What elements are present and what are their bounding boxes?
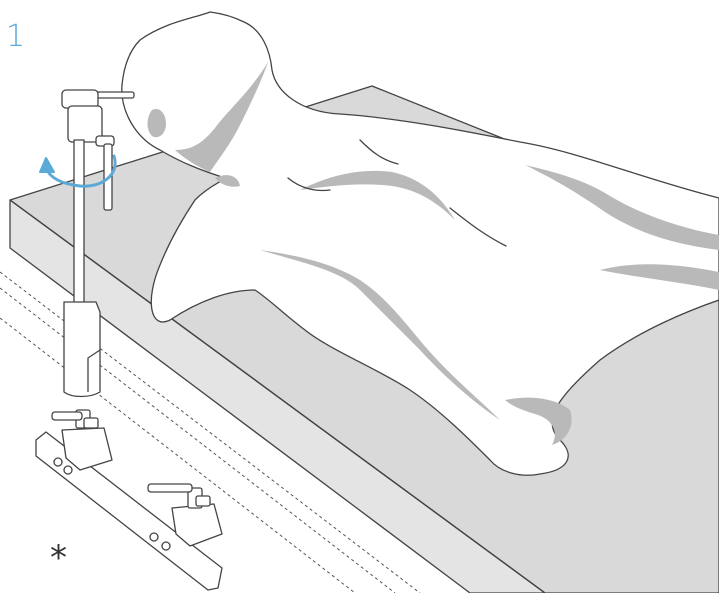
head-holder-post [61, 89, 135, 398]
hip-shadow [600, 264, 719, 290]
clamp-2 [147, 483, 223, 547]
clamp-1 [51, 409, 113, 471]
head-shadow [175, 62, 268, 172]
adapter-bar [35, 431, 223, 591]
ear-shadow [147, 108, 166, 138]
neck-shadow [215, 175, 240, 187]
pectoral-shadow [525, 165, 719, 250]
rail-socket [63, 301, 101, 398]
adapter-hole [161, 541, 171, 551]
adapter-hole [53, 457, 63, 467]
holder-cap [61, 89, 99, 109]
rotation-arrow-icon [39, 154, 117, 188]
vertical-rod [73, 139, 85, 307]
adapter-hole [149, 532, 159, 542]
asterisk-icon: * [50, 538, 67, 578]
patient-body [121, 11, 719, 476]
step-number: 1 [6, 19, 26, 54]
arm-shadow [505, 397, 572, 445]
chest-shadow [300, 170, 455, 220]
adapter-hole [63, 465, 73, 475]
dashed-guide-lines [0, 271, 421, 593]
holder-clamp [67, 105, 103, 143]
rail-adapter [35, 409, 223, 591]
patient-figure [121, 11, 719, 476]
